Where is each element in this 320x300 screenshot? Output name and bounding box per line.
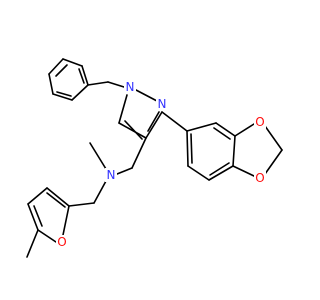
bond-benzyl-ring [48,58,64,75]
bond-ch2-link [116,167,133,175]
bond-benzodioxole-ring-double [213,127,231,140]
atom-o-dioxole-2: O [254,171,266,185]
bond-furan-ch2 [68,202,95,207]
bond-benzodioxole-ring [186,130,189,167]
bond-furan-double [33,205,43,227]
atom-o-furan-label: O [57,235,66,249]
bond-benzodioxole-ring [215,122,236,137]
bond-n-methyl [89,142,107,170]
atom-o-dioxole-2-label: O [255,171,264,185]
bond-furan-ch2 [93,180,107,204]
bond-pyrazole-double [147,111,160,132]
bond-benzodioxole-ring-double [209,162,230,176]
bond-pyrazole [135,89,158,102]
bond-ch2-link [131,137,147,169]
molecule-structure: N N N O O O [26,58,283,258]
atom-n2-label: N [158,97,167,111]
bond-benzodioxole-ring-double [190,133,193,164]
bond-furan-double [46,192,66,208]
atom-n-amine-label: N [107,168,116,182]
bonds-layer [26,58,283,258]
bond-benzyl-ring-double [55,64,68,77]
bond-furan [46,187,70,207]
bond-benzodioxole-ring [232,135,236,167]
bond-benzodioxole-ring [186,122,217,132]
bond-furan [62,205,70,236]
bond-benzyl-ring-double [56,91,72,97]
bond-benzodioxole-ring [208,165,234,181]
atom-n-amine: N [105,168,117,182]
bond-pyrazole-double [124,120,143,140]
bond-furan [27,187,48,205]
bond-benzyl-ring [62,58,83,67]
atom-o-dioxole-1: O [254,115,266,129]
bond-furan-methyl [26,229,39,258]
atom-n1: N [124,80,136,94]
bond-pyrazole [118,122,147,139]
bond-pyrazole [118,94,128,124]
bond-dioxole [264,125,283,151]
atom-n1-label: N [126,80,135,94]
bond-benzodioxole-ring [187,165,210,181]
atom-n2: N [156,97,168,111]
atom-labels-layer: N N N O O O [56,80,266,249]
bond-furan [27,203,39,231]
bond-benzyl-ring [52,93,73,101]
bond-benzyl-ch2 [107,81,125,88]
bond-pyrazole [145,111,163,139]
bond-furan [37,229,57,243]
bond-dioxole [264,149,283,175]
bond-dioxole [232,165,255,177]
bond-benzyl-ring [48,73,54,95]
bond-benzyl-ring [81,65,89,86]
bond-benzyl-ch2 [87,81,109,86]
bond-benzyl-ring-double [78,68,85,84]
atom-o-furan: O [56,235,68,249]
bond-dioxole [234,123,255,137]
bond-benzyl-ring [71,84,89,101]
atom-o-dioxole-1-label: O [255,115,264,129]
bond-aryl [161,111,188,132]
